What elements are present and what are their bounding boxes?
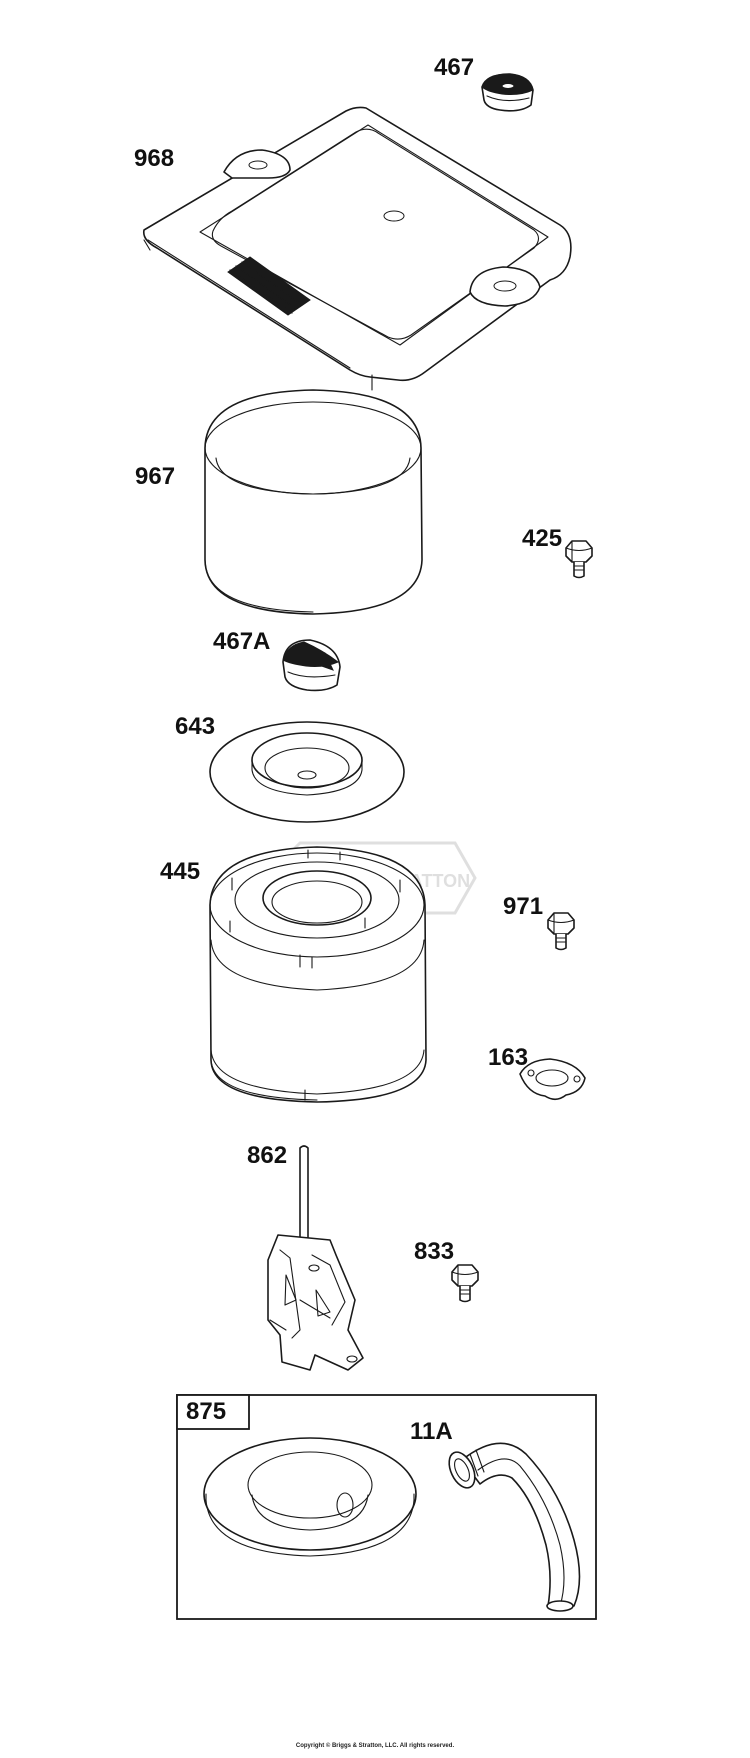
copyright-notice: Copyright © Briggs & Stratton, LLC. All …	[295, 1743, 455, 1749]
part-163-gasket	[519, 1058, 586, 1101]
label-467a: 467A	[213, 628, 271, 655]
part-971-bolt	[547, 912, 575, 951]
part-875-adapter	[203, 1437, 417, 1557]
label-445: 445	[160, 858, 201, 885]
label-833: 833	[414, 1238, 455, 1265]
part-643-plate	[209, 721, 405, 823]
part-11a-elbow-hose	[448, 1442, 581, 1612]
part-968-air-cleaner-cover	[142, 106, 572, 391]
label-875: 875	[186, 1398, 227, 1425]
part-467-knob	[481, 73, 534, 112]
label-425: 425	[522, 525, 563, 552]
part-445-filter	[209, 846, 427, 1103]
label-862: 862	[247, 1142, 288, 1169]
label-11a: 11A	[410, 1418, 453, 1445]
label-163: 163	[488, 1044, 529, 1071]
label-467: 467	[434, 54, 475, 81]
part-862-bracket	[267, 1145, 364, 1371]
label-971: 971	[503, 893, 544, 920]
part-467a-knob	[282, 639, 341, 692]
part-967-pre-cleaner	[204, 389, 423, 615]
part-425-bolt	[565, 540, 593, 579]
label-967: 967	[135, 463, 176, 490]
part-833-bolt	[451, 1264, 479, 1303]
label-968: 968	[134, 145, 175, 172]
kit-875-box	[176, 1394, 597, 1620]
label-643: 643	[175, 713, 216, 740]
